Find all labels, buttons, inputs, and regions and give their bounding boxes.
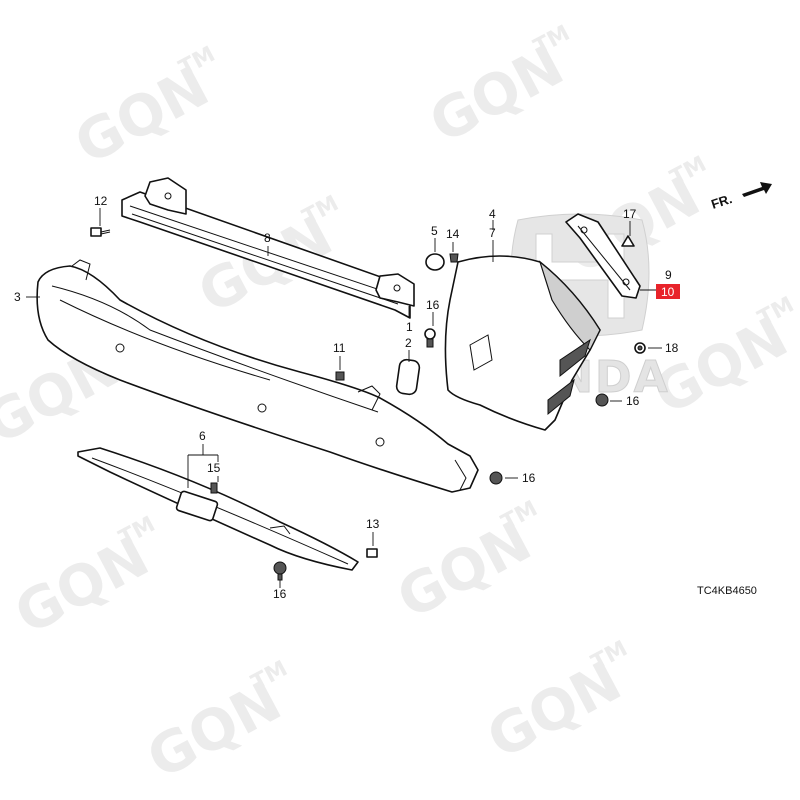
part-2-pad [395,358,421,396]
part-11-nut [335,371,345,381]
callout-7: 7 [489,226,496,240]
callout-16: 16 [626,394,640,408]
callout-labels: 12 8 3 1 2 16 5 14 4 7 11 17 9 10 18 16 … [14,194,680,601]
part-16-clip-c [489,471,503,485]
leader-lines [26,208,662,588]
callout-16: 16 [426,298,440,312]
callout-1: 1 [406,320,413,334]
callout-5: 5 [431,224,438,238]
callout-9: 9 [665,268,672,282]
front-label: FR. [709,191,734,212]
part-3-bumper-face [36,259,479,493]
highlight-box [656,284,680,299]
part-9-10-bracket [565,213,641,299]
callout-8: 8 [264,231,271,245]
part-16-clip-a [424,328,436,348]
part-16-clip-d [273,561,287,581]
callout-10: 10 [661,285,675,299]
callout-15: 15 [207,461,221,475]
callout-11: 11 [333,341,346,355]
callout-16: 16 [522,471,536,485]
callout-4: 4 [489,207,496,221]
part-16-clip-b [595,393,609,407]
front-arrow-icon [742,182,772,197]
part-5-plug [425,253,445,271]
part-8-bumper-beam [121,177,415,319]
callout-14: 14 [446,227,460,241]
part-17-nut [621,235,635,247]
fasteners [90,227,646,581]
callout-6: 6 [199,429,206,443]
diagram-code: TC4KB4650 [697,585,757,597]
part-15-clip [210,482,218,494]
part-6-lower-garnish [77,447,359,571]
part-14-clip [449,253,459,263]
part-4-bumper-side [444,255,601,431]
callout-18: 18 [665,341,679,355]
callout-13: 13 [366,517,380,531]
watermark-layer: GQN TM GQN TM GQN TM GQN TM GQN TM GQN T… [0,21,798,792]
callout-3: 3 [14,290,21,304]
part-12-bolt [90,227,111,237]
callout-2: 2 [405,336,412,350]
callout-17: 17 [623,207,637,221]
front-direction-indicator: FR. [709,182,772,212]
part-18-clip [634,342,646,354]
callout-16: 16 [273,587,287,601]
callout-12: 12 [94,194,108,208]
part-13-nut [366,548,378,558]
